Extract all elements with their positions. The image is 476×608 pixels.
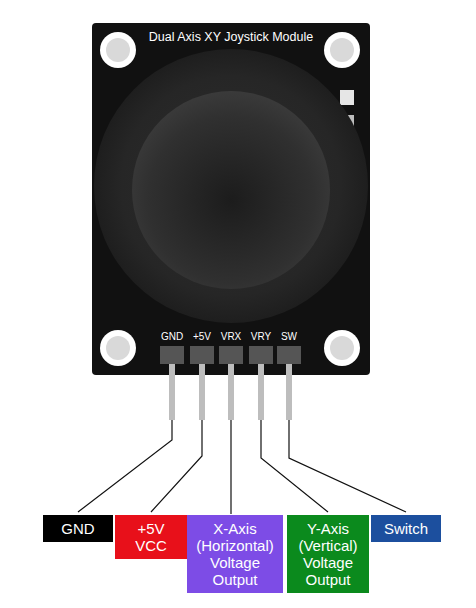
pin-name: SW — [281, 331, 297, 342]
pin-name: VRY — [251, 331, 271, 342]
pcb-board — [92, 23, 370, 375]
joystick-base — [94, 49, 368, 323]
pin-label-box: Switch — [371, 515, 441, 542]
pin-label-box: Y-Axis (Vertical) Voltage Output — [287, 515, 369, 593]
pin-function-text: GND — [49, 520, 107, 537]
pin-name: +5V — [193, 331, 211, 342]
joystick-cap — [132, 91, 330, 289]
pin-function-text: Switch — [377, 520, 435, 537]
wires — [78, 420, 406, 514]
pin-function-text: Y-Axis (Vertical) Voltage Output — [293, 520, 363, 588]
header-pins — [169, 364, 292, 420]
pin-label-box: +5V VCC — [115, 515, 187, 559]
pin-function-text: +5V VCC — [121, 520, 181, 554]
module-title: Dual Axis XY Joystick Module — [149, 31, 313, 45]
pin-name: GND — [161, 331, 183, 342]
pin-label-box: X-Axis (Horizontal) Voltage Output — [187, 515, 283, 593]
pin-label-box: GND — [43, 515, 113, 542]
pin-function-text: X-Axis (Horizontal) Voltage Output — [193, 520, 277, 588]
pin-header — [160, 346, 301, 364]
pin-name: VRX — [221, 331, 242, 342]
